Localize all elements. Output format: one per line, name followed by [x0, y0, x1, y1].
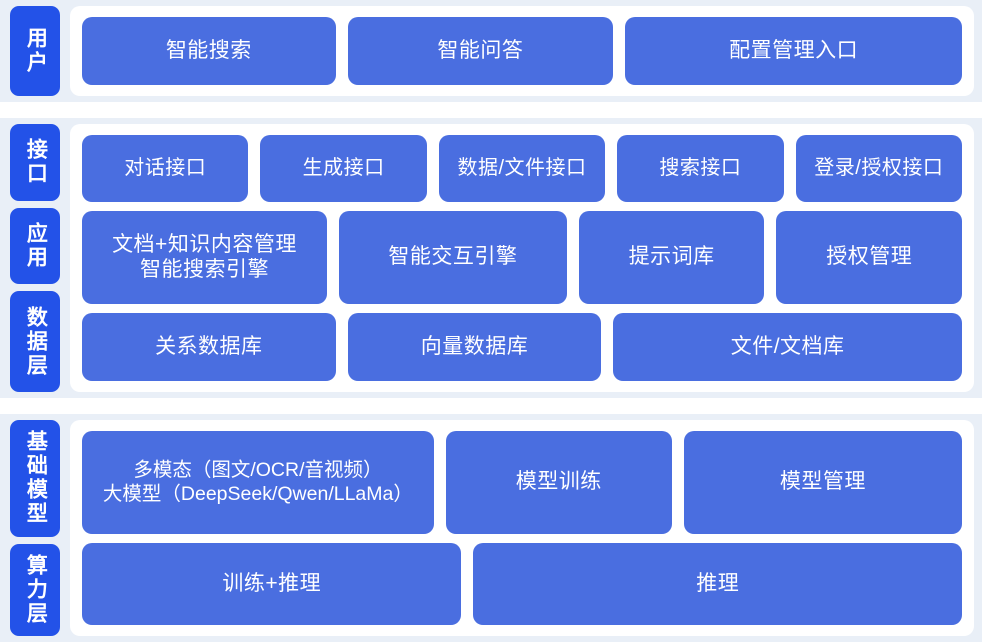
- row-user-entrypoints: 智能搜索 智能问答 配置管理入口: [82, 17, 962, 85]
- card-file-document-store[interactable]: 文件/文档库: [613, 312, 962, 382]
- card-search-interface[interactable]: 搜索接口: [617, 135, 784, 202]
- layer-tab-foundation-model[interactable]: 基础模型: [10, 420, 60, 537]
- row-applications: 文档+知识内容管理 智能搜索引擎 智能交互引擎 提示词库 授权管理: [82, 210, 962, 304]
- card-model-training[interactable]: 模型训练: [445, 431, 672, 535]
- card-smart-search[interactable]: 智能搜索: [82, 17, 336, 85]
- card-training-inference[interactable]: 训练+推理: [82, 543, 462, 626]
- layer-tab-application-label: 应用: [24, 222, 48, 270]
- panel-user: 智能搜索 智能问答 配置管理入口: [70, 6, 974, 96]
- card-relational-database[interactable]: 关系数据库: [82, 312, 336, 382]
- section-user: 用户 智能搜索 智能问答 配置管理入口: [0, 0, 982, 102]
- card-smart-interaction-engine[interactable]: 智能交互引擎: [338, 210, 567, 304]
- card-authorization-management[interactable]: 授权管理: [776, 210, 962, 304]
- row-interfaces: 对话接口 生成接口 数据/文件接口 搜索接口 登录/授权接口: [82, 135, 963, 202]
- row-compute: 训练+推理 推理: [82, 543, 962, 626]
- card-inference[interactable]: 推理: [473, 543, 962, 626]
- layer-tab-column-base: 基础模型 算力层: [10, 420, 60, 636]
- card-data-file-interface[interactable]: 数据/文件接口: [438, 135, 606, 202]
- card-model-management[interactable]: 模型管理: [683, 431, 963, 535]
- panel-base: 多模态（图文/OCR/音视频） 大模型（DeepSeek/Qwen/LLaMa）…: [70, 420, 974, 636]
- card-doc-knowledge-management[interactable]: 文档+知识内容管理 智能搜索引擎: [82, 210, 327, 304]
- layer-tab-interface-label: 接口: [24, 138, 48, 187]
- card-multimodal-large-model-line1: 多模态（图文/OCR/音视频）: [133, 458, 383, 481]
- layer-tab-column-middle: 接口 应用 数据层: [10, 124, 60, 393]
- panel-middle: 对话接口 生成接口 数据/文件接口 搜索接口 登录/授权接口 文档+知识内容管理…: [70, 124, 974, 392]
- layer-tab-column-user: 用户: [10, 6, 60, 96]
- section-middle: 接口 应用 数据层 对话接口 生成接口 数据/文件接口 搜索接口 登录/授权接口…: [0, 118, 982, 398]
- card-multimodal-large-model[interactable]: 多模态（图文/OCR/音视频） 大模型（DeepSeek/Qwen/LLaMa）: [82, 431, 434, 535]
- layer-tab-data-label: 数据层: [24, 305, 48, 378]
- card-smart-qa[interactable]: 智能问答: [347, 17, 614, 85]
- layer-tab-user-label: 用户: [24, 27, 48, 75]
- layer-tab-application[interactable]: 应用: [10, 207, 60, 285]
- layer-tab-compute[interactable]: 算力层: [10, 543, 60, 636]
- row-data-stores: 关系数据库 向量数据库 文件/文档库: [82, 312, 962, 382]
- layer-tab-user[interactable]: 用户: [10, 6, 60, 96]
- layer-tab-compute-label: 算力层: [24, 553, 48, 626]
- layer-tab-interface[interactable]: 接口: [10, 124, 60, 201]
- row-models: 多模态（图文/OCR/音视频） 大模型（DeepSeek/Qwen/LLaMa）…: [82, 431, 963, 535]
- section-base: 基础模型 算力层 多模态（图文/OCR/音视频） 大模型（DeepSeek/Qw…: [0, 414, 982, 642]
- layer-tab-data[interactable]: 数据层: [10, 291, 60, 393]
- card-prompt-library[interactable]: 提示词库: [578, 210, 765, 304]
- card-dialog-interface[interactable]: 对话接口: [82, 135, 249, 202]
- card-vector-database[interactable]: 向量数据库: [347, 312, 602, 382]
- card-generation-interface[interactable]: 生成接口: [260, 135, 427, 202]
- layer-tab-foundation-model-label: 基础模型: [24, 430, 48, 527]
- card-multimodal-large-model-line2: 大模型（DeepSeek/Qwen/LLaMa）: [102, 482, 413, 505]
- card-config-management-entry[interactable]: 配置管理入口: [625, 17, 962, 85]
- card-login-auth-interface[interactable]: 登录/授权接口: [795, 135, 963, 202]
- card-doc-knowledge-management-line1: 文档+知识内容管理: [112, 232, 297, 256]
- card-doc-knowledge-management-line2: 智能搜索引擎: [139, 258, 269, 282]
